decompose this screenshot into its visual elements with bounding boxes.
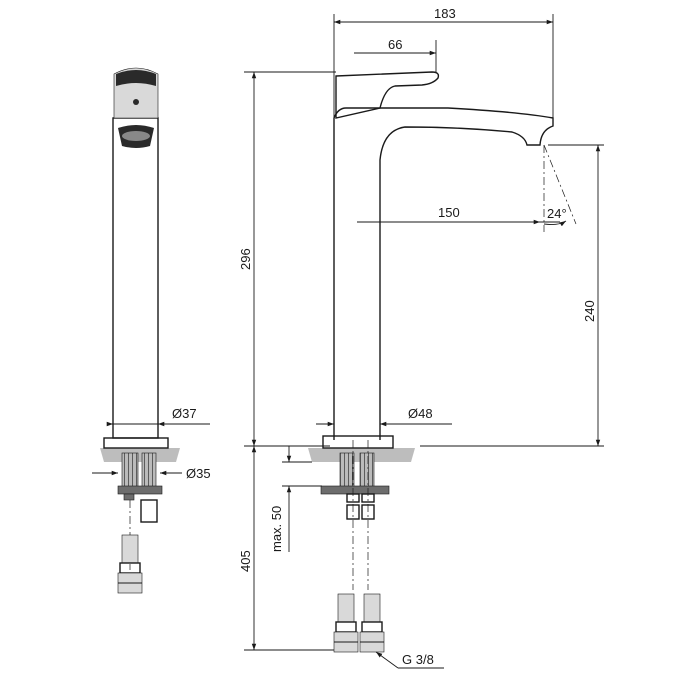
hose-length-label: 405: [238, 550, 253, 572]
front-fixing-plate: [320, 485, 390, 495]
side-countertop: [100, 448, 180, 462]
side-view: Ø37 Ø35: [92, 67, 211, 594]
side-mounting-stud: [121, 452, 139, 488]
side-fixing-plate: [117, 485, 163, 495]
handle-offset-label: 66: [388, 37, 402, 52]
front-faucet-spout: [333, 107, 554, 440]
front-lever-handle: [335, 71, 440, 119]
front-base-flange: [322, 435, 394, 449]
mount-hole-diameter-label: Ø35: [186, 466, 211, 481]
max-countertop-label: max. 50: [269, 506, 284, 552]
side-faucet-body: [112, 117, 159, 439]
front-mounting-stud: [339, 452, 355, 488]
spout-reach-label: 150: [438, 205, 460, 220]
overall-width-label: 183: [434, 6, 456, 21]
side-body-diameter-label: Ø37: [172, 406, 197, 421]
front-view: [308, 71, 577, 653]
side-hose-fitting: [140, 499, 158, 523]
side-handle-indicator: [133, 99, 139, 105]
front-hose-braid-left: [337, 593, 355, 623]
spray-angle-label: 24°: [547, 206, 567, 221]
front-base-diameter-label: Ø48: [408, 406, 433, 421]
front-hose-braid-right: [363, 593, 381, 623]
connection-thread-label: G 3/8: [402, 652, 434, 667]
side-hose-braid: [121, 534, 139, 564]
spout-height-label: 240: [582, 300, 597, 322]
side-base-flange: [103, 437, 169, 449]
total-height-label: 296: [238, 248, 253, 270]
dimension-annotations: 183 66 150 24° 296 240 Ø48 max. 50: [238, 6, 604, 669]
